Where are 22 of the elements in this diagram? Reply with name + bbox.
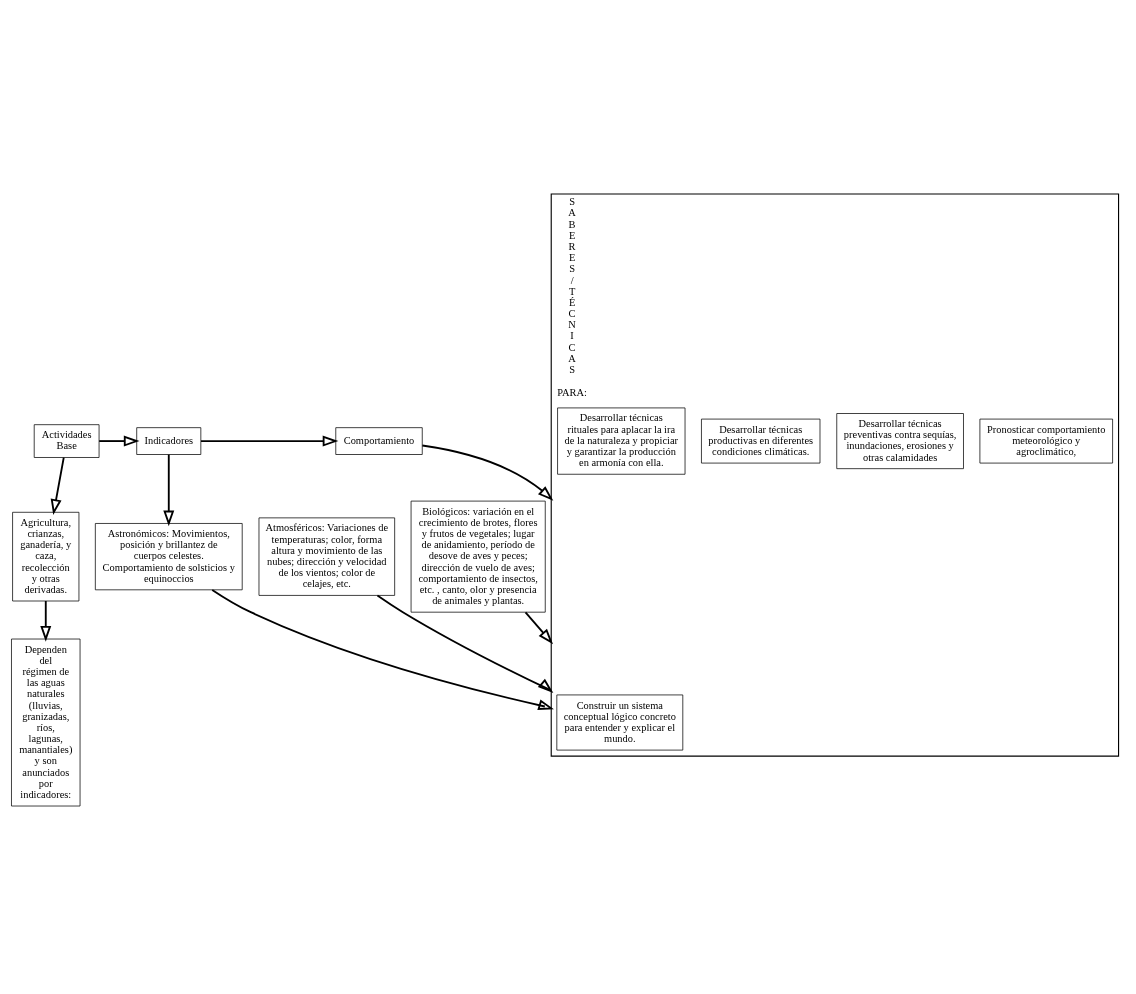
node-box: Desarrollar técnicas preventivas contra sequías, inundaciones, erosiones y otras calamidades [836,413,964,470]
node-box: Astronómicos: Movimientos, posición y brillantez de cuerpos celestes. Comportamiento de solsticios y equinoccios [94,523,243,591]
arrow [40,600,52,642]
node-box: Desarrollar técnicas rituales para aplacar la ira de la naturaleza y propiciar y garantizar la producción en armonía con ella. [557,407,686,475]
node-box: Desarrollar técnicas productivas en diferentes condiciones climáticas. [701,418,821,464]
arrow [376,594,554,693]
arrow [98,435,140,447]
node-box: Comportamiento [335,427,423,455]
node-box: Pronosticar comportamiento meteorológico y agroclimático, [979,418,1113,464]
arrow [163,453,175,527]
arrow [421,444,554,501]
node-box: Dependen del régimen de las aguas naturales (lluvias, granizadas, ríos, lagunas, manantiales) y son anunciados por indicadores: [11,638,81,807]
node-box: Biológicos: variación en el crecimiento de brotes, flores y frutos de vegetales; lugar de anidamiento, período de desove de aves y peces; dirección de vuelo de aves; comportamiento de insectos, etc. , canto, olor y presencia de animales y plantas. [410,500,546,613]
arrow [200,435,339,447]
node-box: Construir un sistema conceptual lógico concreto para entender y explicar el mundo. [556,694,684,751]
node-box: Atmosféricos: Variaciones de temperaturas; color, forma altura y movimiento de las nubes; dirección y velocidad de los vientos; color de celajes, etc. [258,517,396,596]
node-box: Actividades Base [33,424,100,458]
arrow [211,589,554,710]
arrow [524,611,554,645]
node-box: Indicadores [136,427,202,455]
node-box: Agricultura, crianzas, ganadería, y caza, recolección y otras derivadas. [12,511,80,602]
arrow [50,456,65,515]
